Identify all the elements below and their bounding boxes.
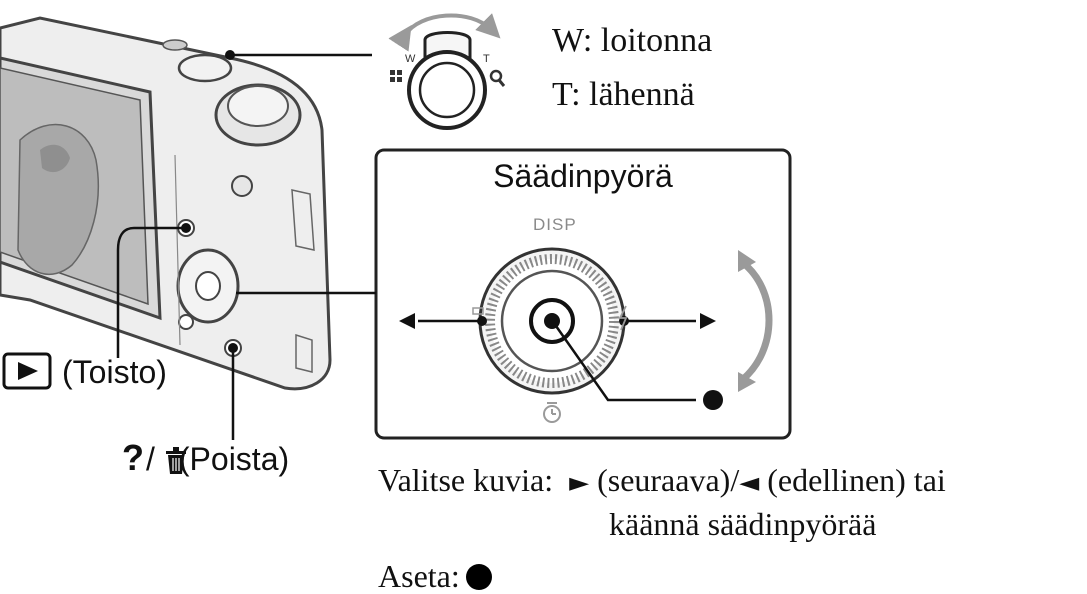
zoom-w-mark: W xyxy=(405,53,416,65)
slash: / xyxy=(730,462,740,498)
set-prefix: Aseta: xyxy=(378,558,460,594)
trash-icon xyxy=(166,447,186,474)
left-arrow-icon xyxy=(399,313,415,329)
zoom-t-mark: T xyxy=(483,53,490,65)
dial-panel-title: Säädinpyörä xyxy=(493,158,673,194)
control-wheel xyxy=(478,247,626,395)
select-prefix: Valitse kuvia: xyxy=(378,462,554,498)
set-dot-icon xyxy=(465,564,492,590)
set-dot-icon xyxy=(703,390,723,410)
set-instruction: Aseta: xyxy=(378,560,492,592)
prev-symbol: ◄ xyxy=(739,468,760,498)
play-icon xyxy=(2,352,52,390)
rotation-arrow-icon xyxy=(739,259,773,383)
zoom-lever: W T xyxy=(388,13,506,130)
flash-icon xyxy=(618,305,628,331)
prev-label: (edellinen) tai xyxy=(767,462,946,498)
help-delete-label: ?/ (Poista) xyxy=(122,440,289,476)
disp-label: DISP xyxy=(533,215,577,234)
next-symbol: ► xyxy=(569,468,590,498)
playback-button-label: (Toisto) xyxy=(62,354,167,390)
index-grid-icon xyxy=(390,70,402,82)
delete-label-text: (Poista) xyxy=(178,441,290,477)
camera-illustration xyxy=(0,16,332,391)
right-arrow-icon xyxy=(700,313,716,329)
exposure-icon xyxy=(472,307,484,315)
next-label: (seuraava) xyxy=(597,462,731,498)
zoom-wide-label: W: loitonna xyxy=(552,22,713,59)
separator: / xyxy=(146,441,155,477)
select-instruction: Valitse kuvia: ► (seuraava)/◄ (edellinen… xyxy=(378,464,946,496)
magnifier-icon xyxy=(489,69,506,87)
self-timer-icon xyxy=(543,402,561,423)
zoom-tele-label: T: lähennä xyxy=(552,76,695,113)
help-symbol: ? xyxy=(122,437,144,478)
select-instruction-line2: käännä säädinpyörää xyxy=(609,506,877,542)
